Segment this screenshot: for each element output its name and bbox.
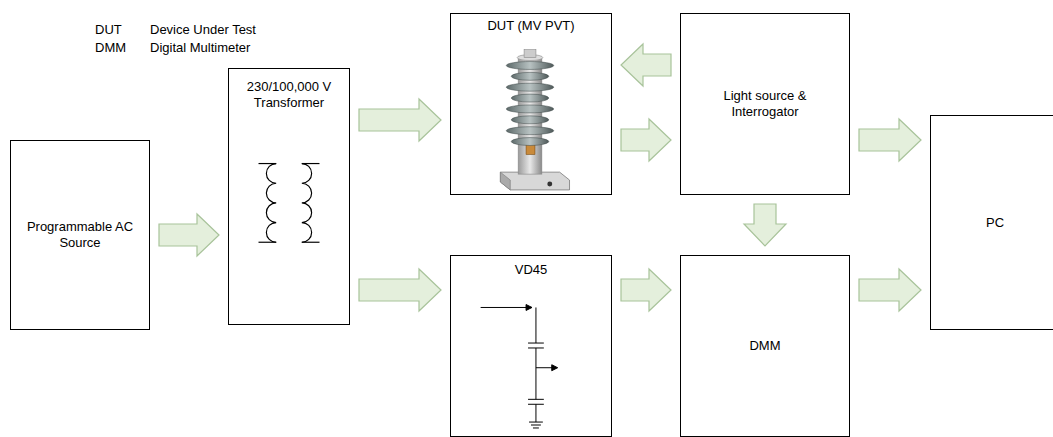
block-box: Programmable AC Source xyxy=(10,140,150,330)
abbreviation: DMM xyxy=(95,40,126,56)
box-label: DMM xyxy=(743,338,786,354)
insulator-illustration xyxy=(451,14,611,194)
block-arrow xyxy=(621,119,671,161)
capacitive-divider-symbol xyxy=(451,256,611,436)
block-box: 230/100,000 V Transformer xyxy=(228,68,350,325)
block-arrow xyxy=(744,204,786,246)
block-box: DMM xyxy=(680,255,850,437)
block-arrow xyxy=(359,99,441,141)
abbreviation: DUT xyxy=(95,22,122,38)
box-label: DUT (MV PVT) xyxy=(481,18,580,34)
block-box: VD45 xyxy=(450,255,612,437)
block-box: Light source & Interrogator xyxy=(680,13,850,195)
box-label: VD45 xyxy=(509,262,554,278)
block-arrow xyxy=(859,269,921,311)
box-label: Programmable AC Source xyxy=(19,219,141,251)
box-label: 230/100,000 V Transformer xyxy=(229,79,349,111)
block-box: DUT (MV PVT) xyxy=(450,13,612,195)
box-label: PC xyxy=(980,215,1010,231)
abbreviation-meaning: Device Under Test xyxy=(150,22,256,38)
block-arrow xyxy=(621,44,671,86)
block-arrow xyxy=(621,269,671,311)
block-arrow xyxy=(159,214,219,256)
block-arrow xyxy=(859,119,921,161)
abbreviation-meaning: Digital Multimeter xyxy=(150,40,250,56)
block-box: PC xyxy=(930,115,1053,330)
block-arrow xyxy=(359,269,441,311)
box-label: Light source & Interrogator xyxy=(699,88,831,120)
